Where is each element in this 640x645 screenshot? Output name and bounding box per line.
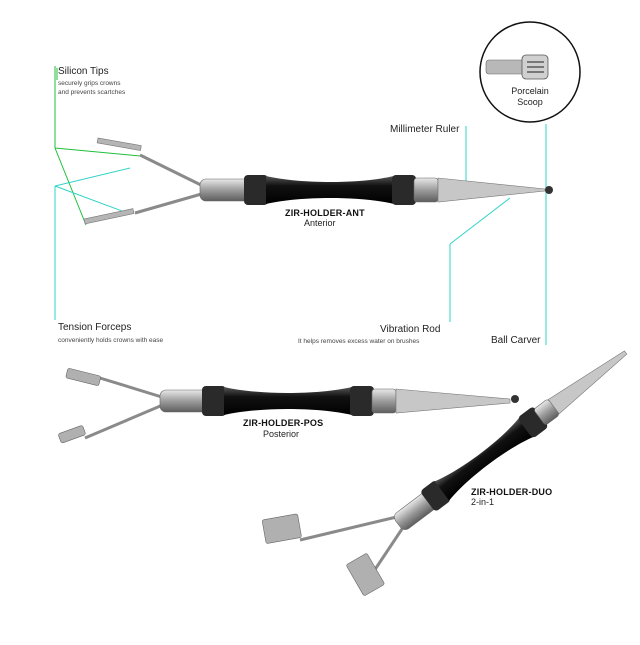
ant-grip-left [244,175,268,205]
model-pos-name: ZIR-HOLDER-POS [243,418,324,428]
ant-ruler-cone [437,177,546,203]
pos-ferrule [371,388,397,414]
silicon-tips-line2: and prevents scartches [58,89,126,96]
model-ant-sub: Anterior [304,218,336,228]
scoop-shaft-zoom [485,59,527,75]
ant-handle [266,176,394,204]
pos-handle [224,387,352,415]
instrument-ant [83,137,553,225]
pos-ruler-cone [395,388,511,414]
silicon-tips-title: Silicon Tips [58,66,109,77]
ant-ball-carver-tip [545,186,553,194]
silicon-tips-leader [54,66,141,226]
millimeter-ruler-label: Millimeter Ruler [390,124,460,135]
model-ant-name: ZIR-HOLDER-ANT [285,208,365,218]
duo-forceps-arms [262,513,410,596]
tension-forceps-leader [54,167,131,320]
duo-grip-right [518,407,548,438]
porcelain-scoop-line2: Scoop [517,97,543,107]
model-duo-name: ZIR-HOLDER-DUO [471,487,553,497]
pos-ball-carver-tip [511,395,519,403]
porcelain-scoop-callout [479,21,581,123]
duo-handle [434,417,534,501]
model-pos-sub: Posterior [263,429,300,439]
pos-forceps-arms [58,368,166,444]
ant-grip-right [392,175,416,205]
silicon-tips-line1: securely grips crowns [58,80,121,87]
ant-ferrule [413,177,439,203]
tension-forceps-desc: conveniently holds crowns with ease [58,337,164,344]
pos-collar [159,389,209,413]
pos-grip-right [350,386,374,416]
vibration-rod-desc: It helps removes excess water on brushes [298,338,420,345]
tension-forceps-title: Tension Forceps [58,322,132,333]
ant-collar [199,178,251,202]
vibration-rod-title: Vibration Rod [380,324,441,335]
ball-carver-label: Ball Carver [491,335,541,346]
vibration-rod-leader [449,197,511,322]
duo-grip-left [421,480,450,511]
pos-grip-left [202,386,226,416]
porcelain-scoop-label: Porcelain Scoop [495,86,565,108]
model-duo-sub: 2-in-1 [471,497,495,507]
instrument-duo [262,350,628,596]
duo-scoop-shaft [547,350,628,415]
instrument-pos [58,368,519,444]
porcelain-scoop-line1: Porcelain [511,86,549,96]
ant-forceps-arms [83,137,206,225]
